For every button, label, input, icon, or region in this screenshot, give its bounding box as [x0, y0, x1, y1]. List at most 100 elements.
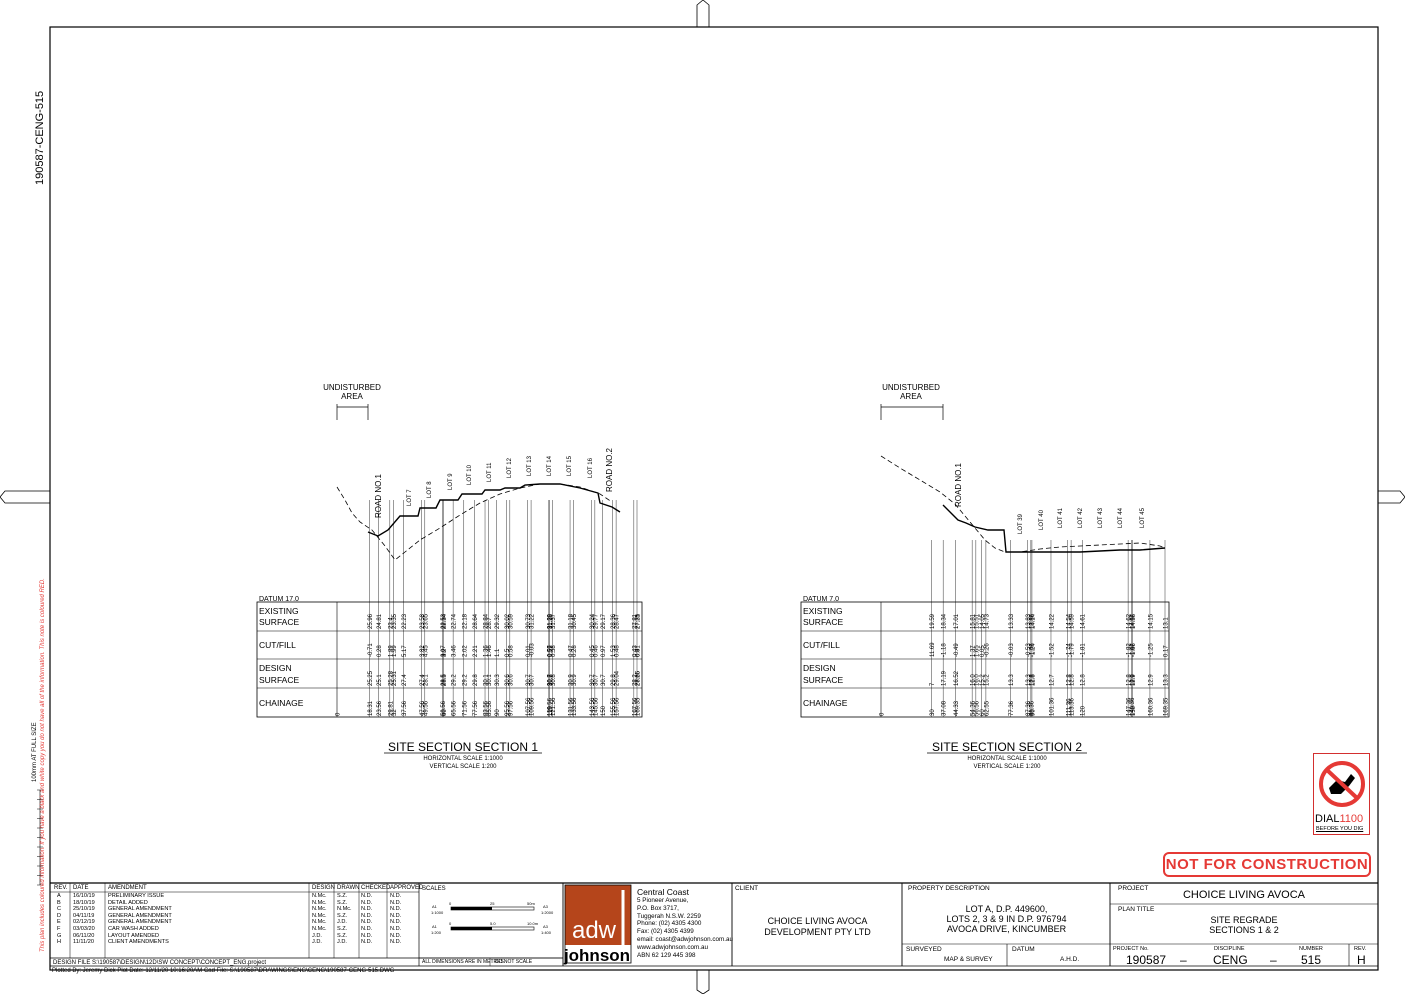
existing-value: 30.45: [572, 613, 578, 629]
project-label: PROJECT: [1118, 885, 1149, 892]
existing-value: 19.59: [930, 613, 936, 629]
revision-cell: CAR WASH ADDED: [108, 926, 159, 932]
existing-value: 14.14: [1030, 613, 1036, 629]
cutfill-value: 1.53: [611, 645, 617, 657]
design-value: 30.7: [593, 674, 599, 686]
revision-cell: H: [57, 939, 62, 946]
existing-value: 28.47: [615, 613, 621, 629]
revision-cell: GENERAL AMENDMENT: [108, 919, 172, 926]
section-1-datum: DATUM 17.0: [259, 596, 299, 603]
design-value: 12.9: [1148, 674, 1154, 686]
chainage-value: 131.56: [569, 697, 575, 716]
cutfill-value: -0.49: [954, 643, 960, 657]
chainage-value: 0: [336, 712, 342, 716]
design-value: 13.3: [1164, 674, 1170, 686]
cutfill-value: 1.46: [487, 645, 493, 657]
design-value: 30.8: [551, 674, 557, 686]
svg-text:UNDISTURBED: UNDISTURBED: [882, 383, 940, 392]
cutfill-value: 0.17: [1164, 645, 1170, 657]
email[interactable]: email: coast@adwjohnson.com.au: [637, 935, 733, 943]
existing-value: 14.62: [1127, 613, 1133, 629]
design-value: 27.4: [402, 674, 408, 686]
existing-value: 25.96: [368, 613, 374, 629]
chainage-value: 169.35: [636, 697, 642, 716]
do-not-scale-note: DO NOT SCALE: [495, 959, 533, 965]
dash: –: [1180, 953, 1187, 967]
revision-cell: S.Z.: [337, 899, 348, 906]
revision-cell: 16/10/19: [73, 893, 95, 899]
cutfill-value: 3.07: [441, 645, 447, 657]
cutfill-value: 1.65: [974, 645, 980, 657]
plotted-by: Plotted By: Jeremy Dick Plot Date: 12/11…: [52, 968, 395, 974]
address-line: Tuggerah N.S.W. 2259: [637, 912, 701, 920]
design-value: 12.8: [1127, 674, 1133, 686]
revision-cell: LAYOUT AMENDED: [108, 932, 160, 939]
design-value: 28.2: [632, 674, 638, 686]
cutfill-value: -0.71: [368, 643, 374, 657]
revision-cell: 18/10/19: [73, 899, 95, 906]
chainage-value: 160.36: [1148, 697, 1154, 716]
design-value: 17.19: [942, 670, 948, 686]
lot-label: LOT 10: [467, 464, 473, 485]
existing-value: 22.34: [442, 613, 448, 629]
design-value: 16.52: [954, 670, 960, 686]
chainage-value: 109.56: [530, 697, 536, 716]
design-value: 29.2: [462, 674, 468, 686]
revision-header: AMENDMENT: [108, 885, 147, 891]
existing-value: 13.33: [1009, 613, 1015, 629]
existing-value: 29.32: [495, 613, 501, 629]
revision-cell: N.D.: [390, 939, 402, 946]
design-value: 28.5: [442, 674, 448, 686]
svg-text:CUT/FILL: CUT/FILL: [259, 640, 296, 650]
design-value: 29.04: [615, 670, 621, 686]
cutfill-value: 0.46: [593, 645, 599, 657]
cutfill-value: 5.17: [402, 645, 408, 657]
cutfill-value: -1.79: [1070, 643, 1076, 657]
revision-cell: N.Mc.: [312, 899, 327, 906]
cutfill-value: 2.02: [462, 645, 468, 657]
cutfill-value: 1.36: [484, 645, 490, 657]
lot-label: LOT 41: [1058, 507, 1064, 528]
lot-label: LOT 44: [1118, 507, 1124, 528]
cutfill-value: 0.45: [590, 645, 596, 657]
scale-size: A3: [543, 924, 549, 929]
surveyed-value: MAP & SURVEY: [944, 956, 993, 963]
property-description: LOT A, D.P. 449600,LOTS 2, 3 & 9 IN D.P.…: [946, 904, 1067, 934]
cutfill-value: -1.82: [1127, 643, 1133, 657]
design-value: 12.9: [1130, 674, 1136, 686]
revision-cell: 03/03/20: [73, 926, 95, 932]
svg-text:AREA: AREA: [900, 392, 922, 401]
cutfill-value: 3.2: [442, 648, 448, 657]
scale-mark: 0: [449, 921, 452, 926]
design-value: 30.6: [508, 674, 514, 686]
revision-header: REV.: [54, 885, 68, 891]
existing-value: 22.53: [441, 613, 447, 629]
website[interactable]: www.adwjohnson.com.au: [637, 943, 709, 951]
design-value: 30.8: [548, 674, 554, 686]
svg-text:EXISTING: EXISTING: [803, 606, 843, 616]
project-no-label: PROJECT No.: [1113, 946, 1149, 952]
not-for-construction-stamp: NOT FOR CONSTRUCTION: [1163, 852, 1371, 877]
existing-value: 27.31: [636, 613, 642, 629]
design-value: 30.7: [530, 674, 536, 686]
chainage-value: 133.56: [572, 697, 578, 716]
chainage-value: 23.56: [377, 700, 383, 716]
revision-cell: S.Z.: [337, 893, 348, 899]
cutfill-value: 3.82: [420, 645, 426, 657]
cutfill-value: 1.89: [388, 645, 394, 657]
lot-label: LOT 39: [1018, 513, 1024, 534]
revision-header: DRAWN: [337, 885, 360, 891]
existing-value: 23.58: [420, 613, 426, 629]
chainage-value: 145.56: [593, 697, 599, 716]
existing-value: 31.18: [569, 613, 575, 629]
revision-cell: N.Mc.: [312, 912, 327, 919]
revision-header: DESIGN: [312, 885, 336, 891]
centre-mark-left: [0, 490, 51, 504]
cutfill-value: -1.25: [1148, 643, 1154, 657]
revision-cell: C: [57, 906, 62, 913]
full-size-note: 100mm AT FULL SIZE: [32, 722, 38, 782]
scale-ratio: 1:2000: [541, 910, 554, 915]
chainage-value: 90: [1030, 709, 1036, 716]
cutfill-value: 0.05: [980, 645, 986, 657]
section-1: DATUM 17.0 EXISTING SURFACE CUT/FILL DES…: [256, 383, 643, 718]
